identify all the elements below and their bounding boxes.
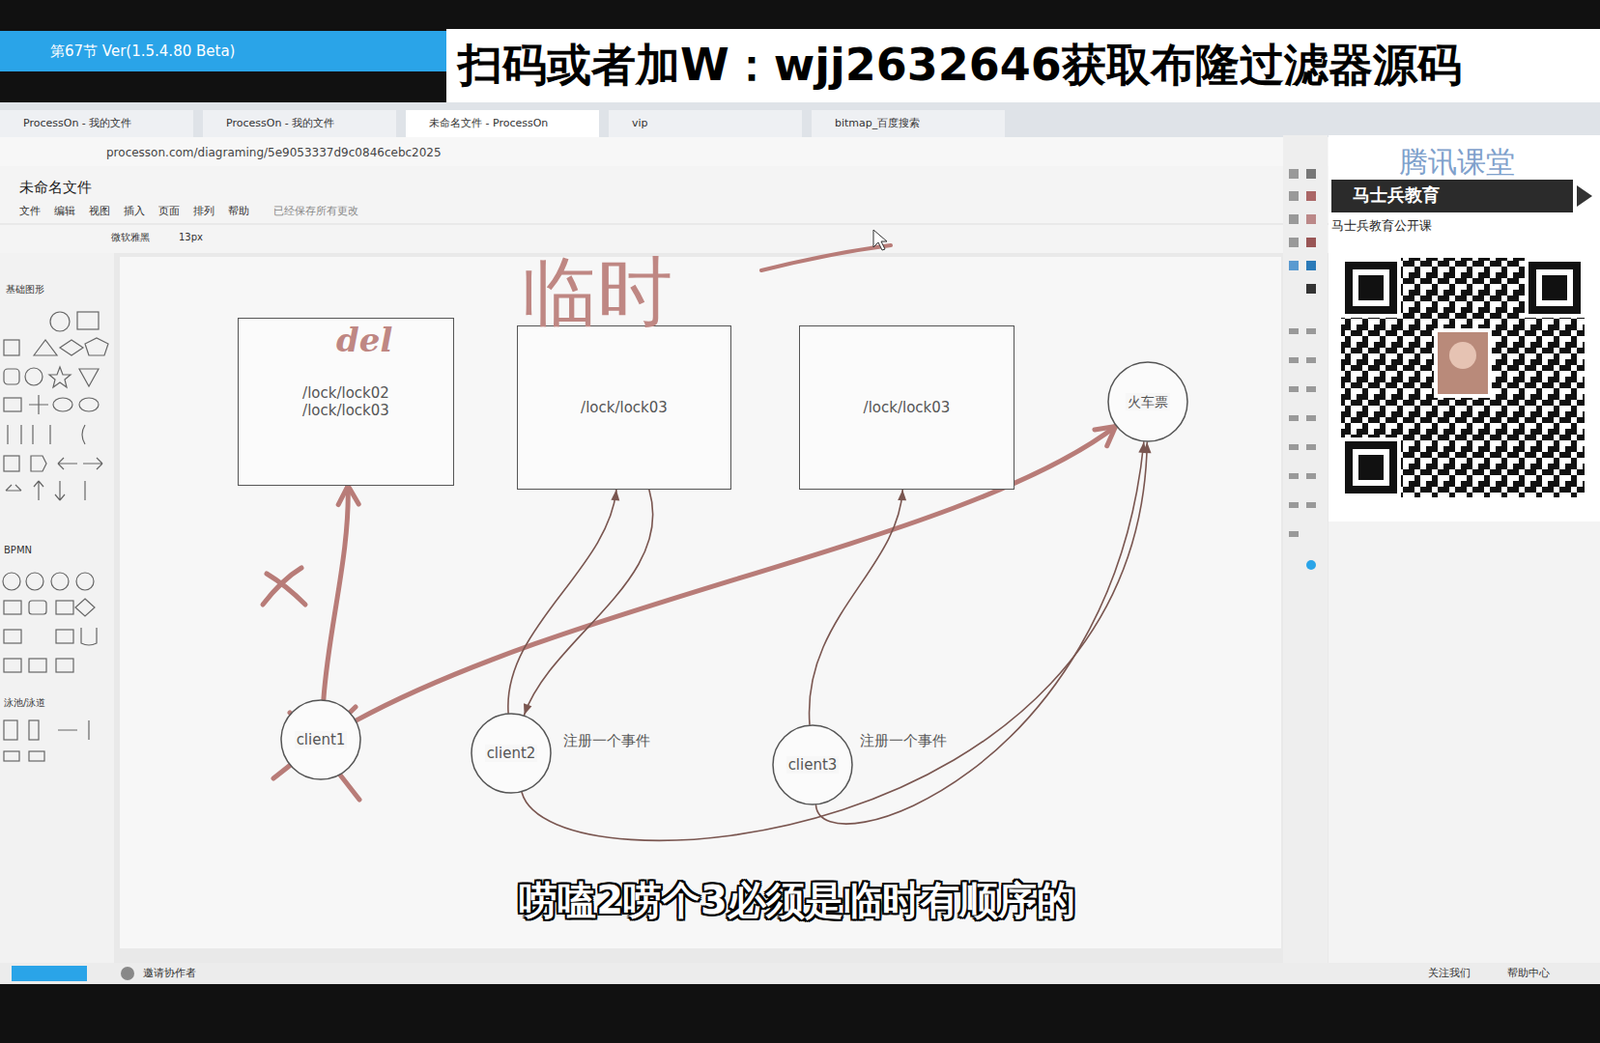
connector-line <box>508 489 617 714</box>
label-text: BPMN <box>3 544 32 557</box>
node-text: client3 <box>786 756 840 774</box>
label-text: 马士兵教育公开课 <box>1331 218 1432 234</box>
banner <box>446 28 1600 103</box>
label-text: 插入 <box>123 204 145 218</box>
label-text: processon.com/diagraming/5e9053337d9c084… <box>106 145 442 160</box>
label-text: bitmap_百度搜索 <box>834 116 920 130</box>
label-text: ProcessOn - 我的文件 <box>23 116 132 130</box>
connector-line <box>521 442 1147 841</box>
client-circle: 火车票 <box>1107 361 1189 443</box>
divider <box>0 224 1329 226</box>
circle-shape <box>281 700 361 780</box>
editor-header <box>0 166 1329 254</box>
shape-icons <box>2 312 109 762</box>
label-text: 腾讯课堂 <box>1399 144 1515 180</box>
label-text: 视图 <box>88 204 111 218</box>
label-text: 页面 <box>158 204 180 218</box>
znode-box: /lock/lock03 <box>516 325 732 490</box>
label-text: 帮助 <box>228 204 250 218</box>
label-text: 未命名文件 - ProcessOn <box>428 116 548 130</box>
label-text: vip <box>631 116 649 130</box>
label-text: 未命名文件 <box>19 178 92 197</box>
arrow-head <box>897 489 907 501</box>
canvas-page <box>119 257 1282 949</box>
play-mark <box>1576 185 1593 207</box>
label-text: 泳池/泳道 <box>3 697 46 710</box>
side-panel-top <box>1328 135 1600 522</box>
tool-column <box>1283 135 1328 964</box>
label-text: 排列 <box>193 204 215 218</box>
label-text: ProcessOn - 我的文件 <box>226 116 335 130</box>
znode-box: /lock/lock03 <box>799 325 1015 490</box>
node-text: 火车票 <box>1125 393 1171 411</box>
qr-code <box>1341 257 1585 498</box>
cross-mark <box>266 573 306 605</box>
circle-shape <box>1108 362 1188 442</box>
tab <box>202 110 397 138</box>
label-text: del <box>336 320 393 361</box>
client-circle: client3 <box>771 724 854 806</box>
arrow-head <box>338 485 359 506</box>
label-text: 已经保存所有更改 <box>273 204 359 218</box>
label-text: 文件 <box>19 204 41 218</box>
label-text: 第67节 Ver(1.5.4.80 Beta) <box>50 42 235 60</box>
status-bar <box>0 963 1600 985</box>
connector <box>508 489 620 714</box>
label-text: 微软雅黑 <box>111 231 150 244</box>
player-bar <box>0 30 447 72</box>
tab <box>405 110 600 138</box>
status-button <box>11 966 87 982</box>
brand-band <box>1331 179 1573 213</box>
node-text: /lock/lock02 <box>302 384 390 402</box>
node-text: client2 <box>485 744 539 763</box>
label-text: 帮助中心 <box>1507 967 1550 980</box>
label-text: 邀请协作者 <box>142 967 197 980</box>
tab-bar <box>0 102 1600 138</box>
arrow-head <box>1094 427 1116 447</box>
avatar-dot <box>120 967 135 981</box>
connector <box>815 442 1147 825</box>
node-text: /lock/lock03 <box>863 399 951 417</box>
tool-icons <box>1288 169 1316 571</box>
tab <box>811 110 1005 138</box>
tab <box>608 110 802 138</box>
connector <box>323 485 359 700</box>
mouse-cursor <box>873 229 887 251</box>
arrow-head <box>523 703 532 715</box>
node-text: /lock/lock03 <box>302 401 390 420</box>
arrow-head <box>610 489 620 502</box>
client-circle: client2 <box>470 713 552 795</box>
side-panel <box>1328 135 1600 964</box>
connector <box>521 442 1151 841</box>
hand-stroke <box>761 245 891 271</box>
connector <box>523 489 654 715</box>
label-text: 关注我们 <box>1428 967 1471 980</box>
canvas-ground <box>114 253 1329 964</box>
circle-shape <box>772 725 853 805</box>
label-text: 编辑 <box>54 204 76 218</box>
label-text: 13px <box>178 231 203 244</box>
connector-line <box>524 489 654 715</box>
arrow-head <box>1138 442 1147 455</box>
circle-shape <box>471 714 551 794</box>
label-text: 唠嗑2唠个3必须是临时有顺序的 <box>289 877 1305 924</box>
label-text: 注册一个事件 <box>859 732 947 750</box>
connector-line <box>815 442 1143 825</box>
hand-marks <box>262 245 891 800</box>
label-text: 基础图形 <box>5 284 45 296</box>
node-text: client1 <box>294 731 348 749</box>
shape-sidebar <box>0 253 115 964</box>
label-text: 马士兵教育 <box>1352 184 1440 206</box>
node-text: /lock/lock03 <box>580 399 668 417</box>
client-circle: client1 <box>280 699 362 781</box>
label-text: 注册一个事件 <box>563 732 651 750</box>
connector <box>809 489 908 725</box>
tab <box>0 110 194 138</box>
connector-line <box>323 485 348 700</box>
connector-line <box>809 489 904 725</box>
label-text: 扫码或者加W：wjj2632646获取布隆过滤器源码 <box>457 38 1462 92</box>
label-text: 临时 <box>521 247 673 339</box>
